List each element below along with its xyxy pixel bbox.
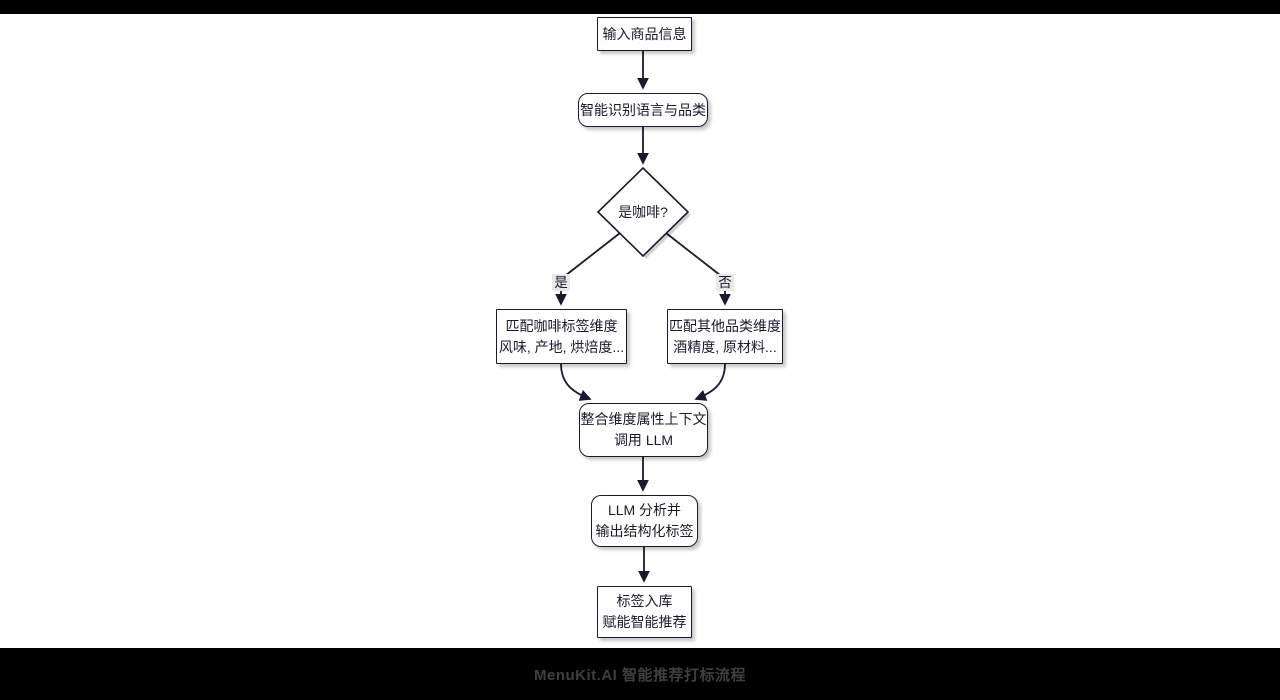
- top-black-bar: [0, 0, 1280, 14]
- edge-decision-yes-to-coffee: [555, 232, 621, 306]
- node-match-other-dimensions: 匹配其他品类维度 酒精度, 原材料...: [667, 309, 783, 364]
- decision-diamond: [596, 166, 690, 258]
- diagram-caption: MenuKit.AI 智能推荐打标流程: [534, 666, 746, 684]
- bottom-black-bar: MenuKit.AI 智能推荐打标流程: [0, 648, 1280, 700]
- node-decision-is-coffee: 是咖啡?: [598, 202, 688, 222]
- node-label: 是咖啡?: [618, 204, 668, 220]
- edge-coffee-to-merge: [560, 363, 592, 401]
- node-store-tags-enable-recommendation: 标签入库 赋能智能推荐: [597, 586, 692, 638]
- node-label-line2: 输出结构化标签: [595, 523, 694, 539]
- node-label: 智能识别语言与品类: [580, 101, 706, 118]
- edge-other-to-merge: [694, 363, 726, 401]
- node-detect-language-category: 智能识别语言与品类: [578, 93, 708, 127]
- edge-label-no: 否: [716, 274, 734, 291]
- edge-label-yes: 是: [552, 274, 570, 291]
- node-label-line1: 匹配咖啡标签维度: [505, 317, 618, 334]
- node-label-line2: 调用 LLM: [613, 432, 674, 448]
- node-label-line2: 赋能智能推荐: [602, 614, 687, 630]
- node-llm-analyze-output: LLM 分析并 输出结构化标签: [591, 495, 698, 547]
- node-merge-context-call-llm: 整合维度属性上下文 调用 LLM: [579, 403, 708, 457]
- node-label: 输入商品信息: [602, 25, 687, 42]
- node-label-line1: 标签入库: [616, 593, 673, 609]
- node-input-product-info: 输入商品信息: [597, 17, 692, 51]
- node-label-line1: LLM 分析并: [607, 502, 682, 518]
- node-match-coffee-dimensions: 匹配咖啡标签维度 风味, 产地, 烘焙度...: [496, 309, 627, 364]
- node-label-line2: 酒精度, 原材料...: [673, 338, 777, 355]
- node-label-line2: 风味, 产地, 烘焙度...: [498, 338, 625, 355]
- node-label-line1: 整合维度属性上下文: [580, 411, 707, 427]
- node-label-line1: 匹配其他品类维度: [669, 317, 781, 334]
- edge-decision-no-to-other: [665, 232, 731, 306]
